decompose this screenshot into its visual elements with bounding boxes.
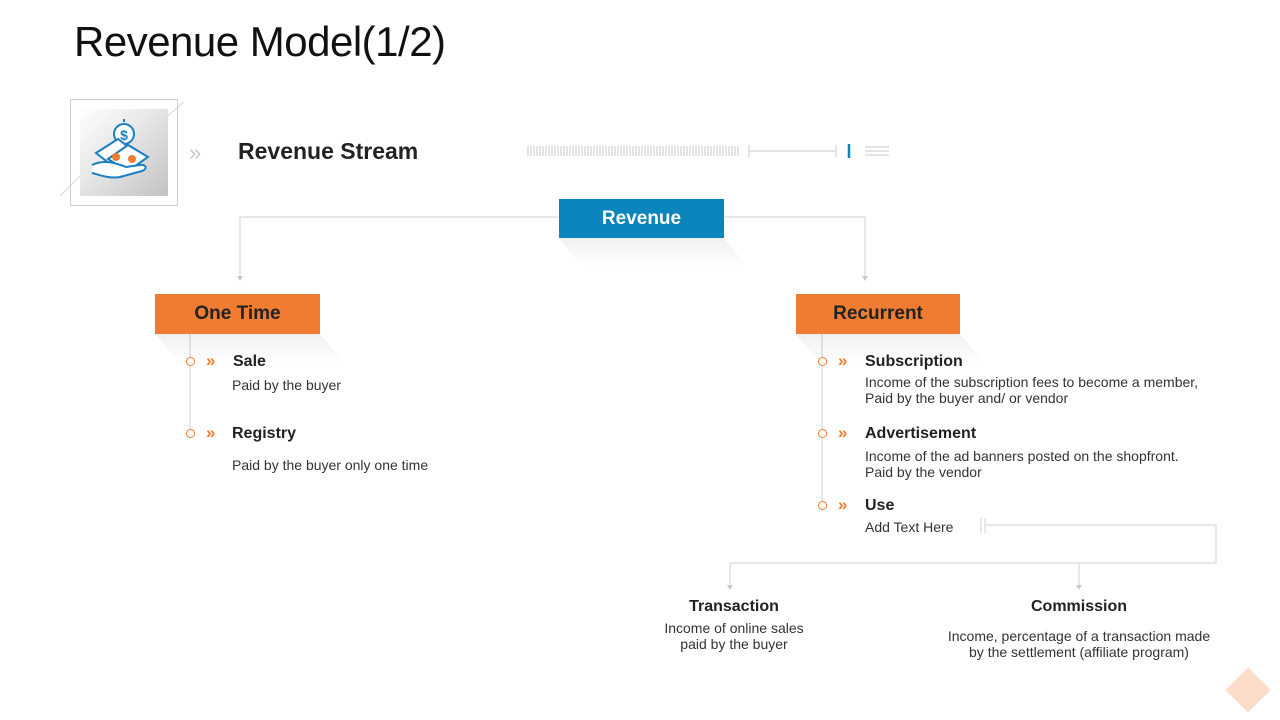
chevron-right-icon: » [838, 423, 848, 442]
item-title: Sale [233, 353, 266, 371]
item-desc: Paid by the buyer [232, 377, 341, 393]
item-desc: Income of the subscription fees to becom… [865, 374, 1199, 390]
chevron-right-icon: » [206, 351, 216, 371]
revenue-root-box: Revenue [559, 199, 724, 238]
bullet-dot [818, 501, 827, 510]
item-title: Registry [232, 425, 297, 442]
item-title: Advertisement [865, 425, 977, 442]
bullet-dot [818, 357, 827, 366]
item-title: Subscription [865, 353, 963, 371]
item-desc: Income of the ad banners posted on the s… [865, 448, 1179, 464]
money-hand-icon: $ [91, 119, 150, 179]
bullet-dot [818, 429, 827, 438]
icon-frame [70, 99, 178, 206]
chevron-right-icon: » [206, 423, 216, 442]
branch-one-time: One Time [155, 294, 320, 334]
shadow [559, 238, 750, 268]
branch-recurrent: Recurrent [796, 294, 960, 334]
sub-item-title: Transaction [689, 598, 779, 615]
bullet-dot [186, 357, 195, 366]
sub-item-desc: Income, percentage of a transaction made [947, 628, 1211, 644]
sub-item-title: Commission [1030, 598, 1127, 615]
sub-item-desc: Income of online sales [664, 620, 804, 636]
sub-item-desc: paid by the buyer [680, 636, 788, 652]
svg-text:$: $ [120, 127, 128, 143]
bullet-dot [186, 429, 195, 438]
page-title: Revenue Model(1/2) [74, 18, 446, 65]
chevron-right-icon: » [838, 495, 848, 514]
item-desc: Paid by the buyer only one time [232, 457, 429, 473]
sub-item-desc: by the settlement (affiliate program) [969, 644, 1189, 660]
shadow [155, 334, 346, 364]
chevron-right-icon: » [189, 140, 202, 165]
chevron-right-icon: » [838, 351, 848, 371]
item-title: Use [865, 497, 895, 514]
decorative-rule [527, 145, 889, 157]
item-desc: Paid by the buyer and/ or vendor [865, 390, 1069, 406]
section-heading: Revenue Stream [238, 138, 419, 164]
item-desc: Add Text Here [865, 519, 954, 535]
item-desc: Paid by the vendor [865, 464, 982, 480]
